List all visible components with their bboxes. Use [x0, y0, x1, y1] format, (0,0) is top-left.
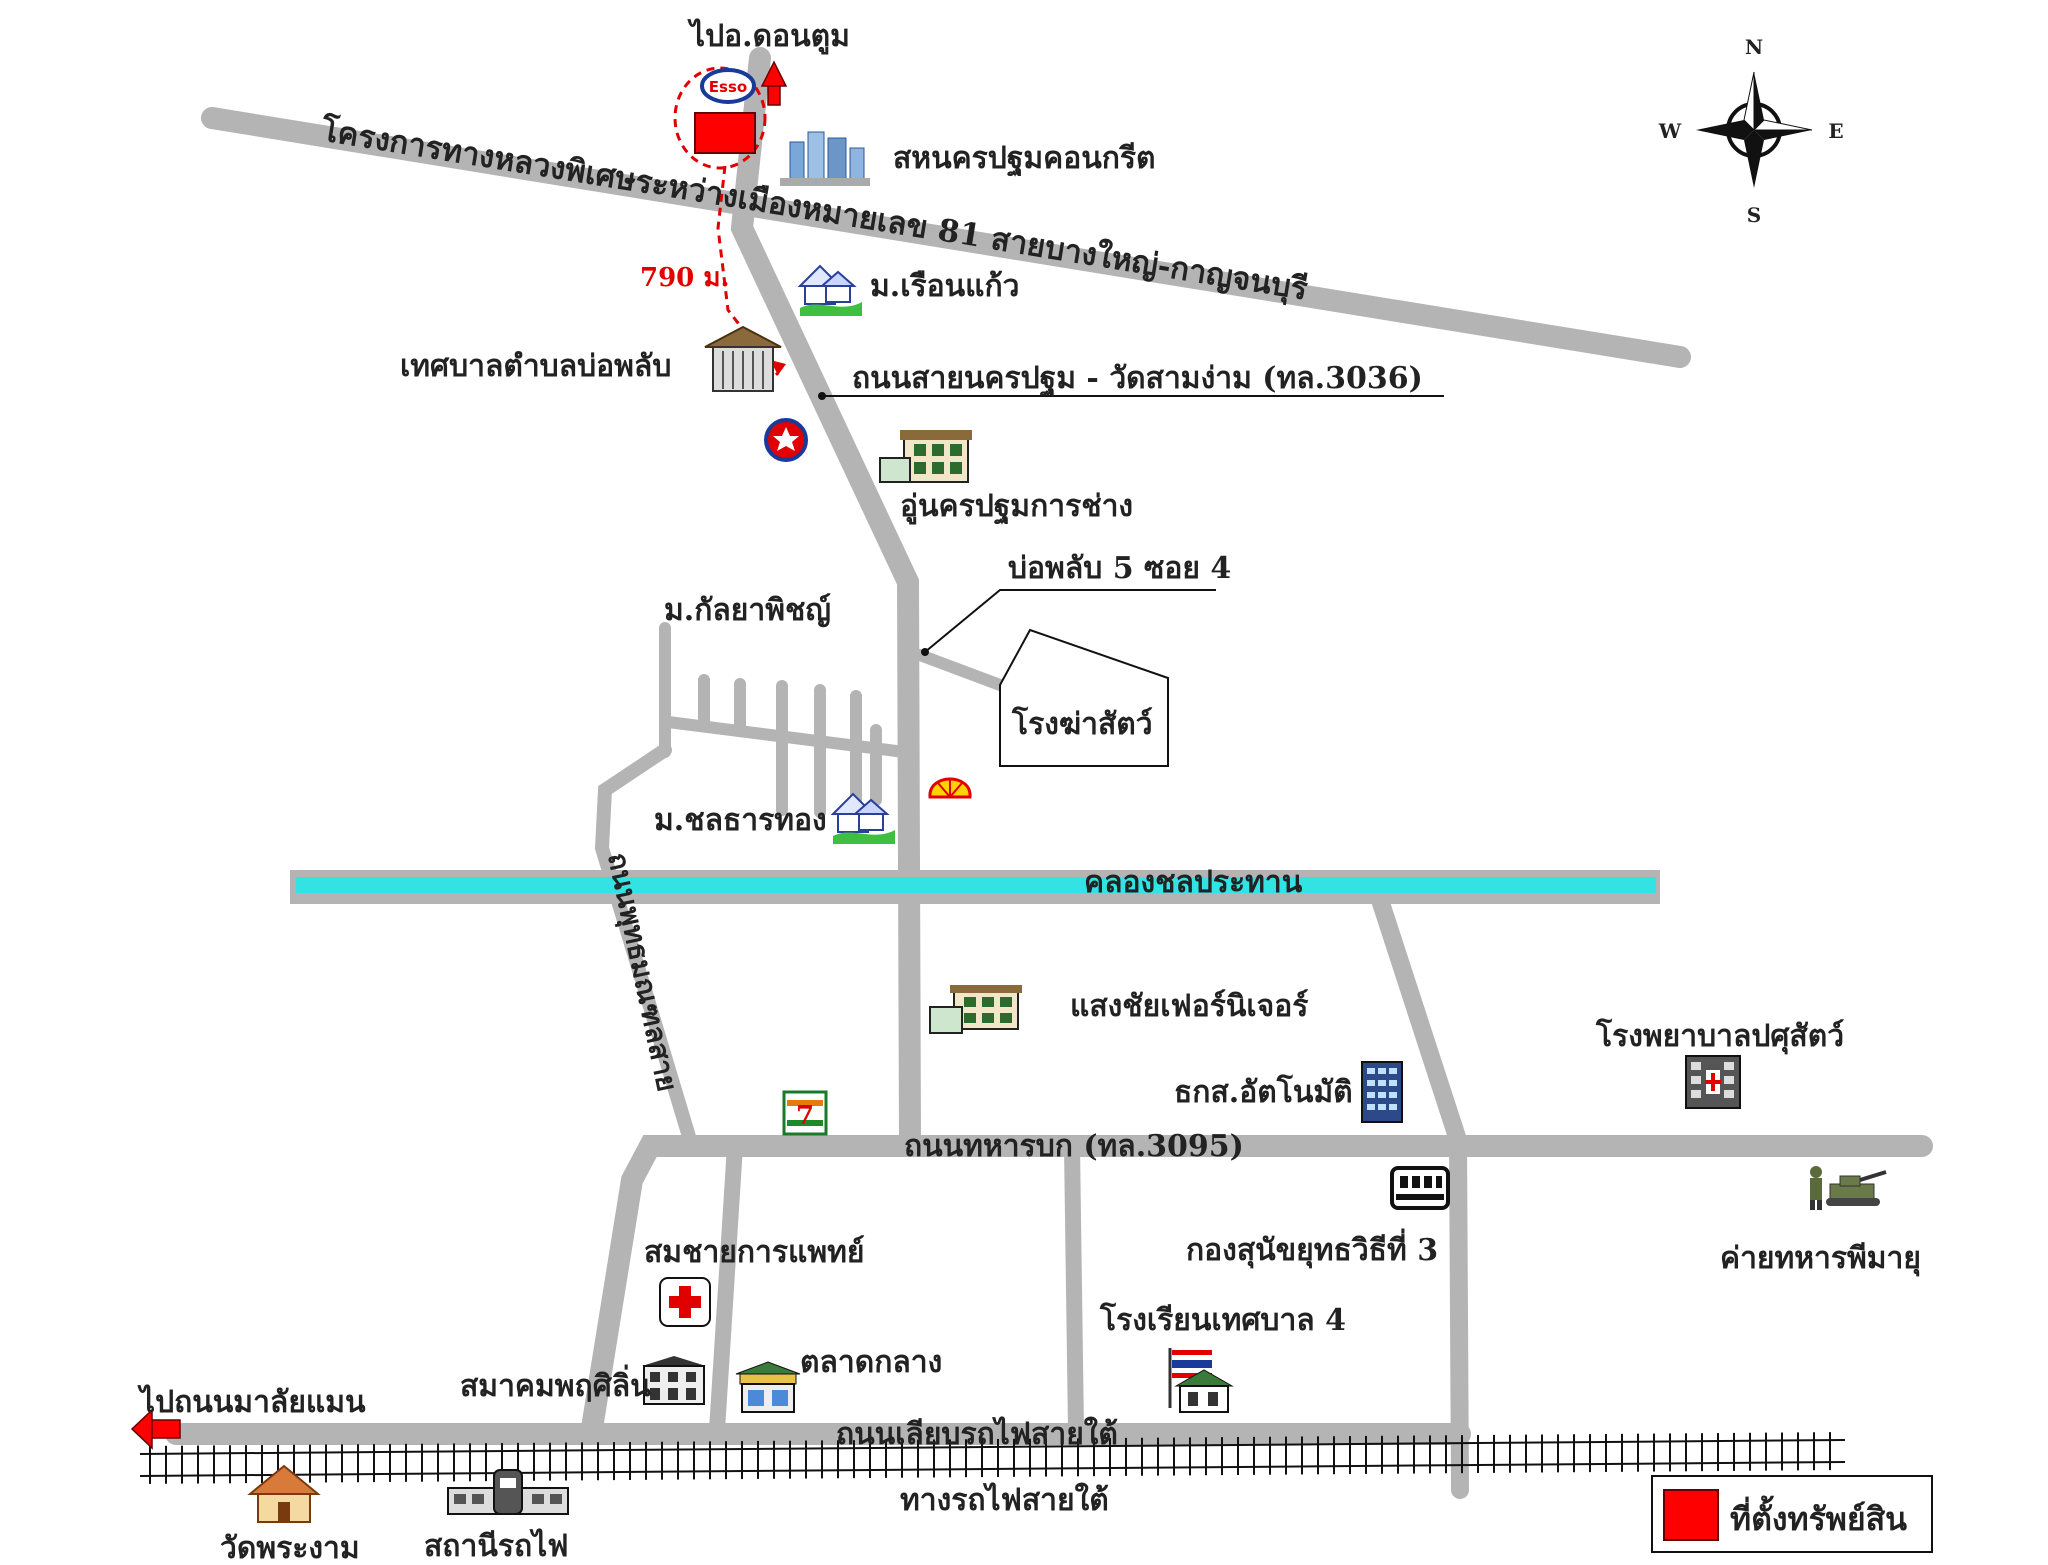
- compass-s: S: [1747, 203, 1761, 227]
- label-market: ตลาดกลาง: [800, 1345, 942, 1380]
- village-house-icon: [830, 792, 895, 844]
- road-3095-line: [581, 1135, 1933, 1439]
- label-military-camp: ค่ายทหารพีมายุ: [1720, 1241, 1921, 1277]
- legend-label: ที่ตั้งทรัพย์สิน: [1730, 1495, 1907, 1538]
- label-muean-kaeo: ม.เรือนแก้ว: [870, 269, 1019, 304]
- legend-box: ที่ตั้งทรัพย์สิน: [1651, 1475, 1933, 1553]
- temple-icon: [247, 1464, 321, 1523]
- kanlaya-village-roads: [594, 622, 910, 1147]
- label-battalion: กองสุนัขยุทธวิธีที่ 3: [1186, 1228, 1438, 1269]
- label-southern-railway: ทางรถไฟสายใต้: [900, 1482, 1109, 1518]
- label-railway-road: ถนนเลียบรถไฟสายใต้: [836, 1416, 1118, 1452]
- shop-building-icon: [929, 985, 1022, 1034]
- compass-n: N: [1745, 35, 1763, 59]
- label-road-3036: ถนนสายนครปฐม - วัดสามง่าม (ทล.3036): [852, 361, 1423, 398]
- concrete-plant-icon: [780, 131, 870, 186]
- thai-flag-school-icon: [1168, 1348, 1234, 1413]
- svg-text:7: 7: [796, 1101, 814, 1131]
- red-cross-icon: [659, 1277, 711, 1327]
- label-to-malai-man: ไปถนนมาลัยแมน: [137, 1384, 366, 1420]
- label-concrete: สหนครปฐมคอนกรีต: [893, 141, 1156, 178]
- village-house-icon: [797, 264, 862, 316]
- property-red-square: [694, 112, 756, 154]
- military-truck-icon: [1390, 1166, 1450, 1210]
- slaughterhouse-area: [999, 628, 1169, 767]
- label-soi-4: บ่อพลับ 5 ซอย 4: [1008, 551, 1231, 586]
- svg-text:Esso: Esso: [709, 78, 747, 96]
- market-building-icon: [735, 1361, 801, 1413]
- label-school: โรงเรียนเทศบาล 4: [1099, 1301, 1346, 1338]
- irrigation-canal: [290, 870, 1660, 904]
- compass-rose-icon: N S E W: [1658, 35, 1844, 227]
- seven-eleven-icon: 7: [782, 1090, 828, 1136]
- label-temple: วัดพระงาม: [220, 1531, 360, 1565]
- label-garage: อู่นครปฐมการช่าง: [900, 489, 1133, 526]
- property-marker: [673, 66, 786, 376]
- esso-logo-icon: Esso: [700, 68, 756, 104]
- soi-4-leader: [924, 589, 1216, 653]
- label-canal: คลองชลประทาน: [1084, 865, 1303, 900]
- label-station: สถานีรถไฟ: [424, 1528, 568, 1564]
- label-municipality: เทศบาลตำบลบ่อพลับ: [400, 349, 671, 384]
- municipality-building-icon: [704, 325, 782, 392]
- slaughterhouse-road: [914, 649, 1006, 691]
- label-road-3095: ถนนทหารบก (ทล.3095): [904, 1129, 1244, 1164]
- label-to-don-tum: ไปอ.ดอนตูม: [687, 18, 850, 55]
- compass-e: E: [1828, 119, 1843, 143]
- train-station-icon: [447, 1469, 569, 1515]
- apartment-tower-icon: [1361, 1061, 1403, 1123]
- caltex-star-icon: [764, 418, 808, 462]
- legend-property-swatch: [1663, 1489, 1719, 1541]
- west-red-arrow-icon: [130, 1408, 181, 1450]
- compass-w: W: [1658, 119, 1682, 143]
- label-pharmacy: สมาคมพฤศิลิ่น: [460, 1364, 651, 1404]
- label-slaughterhouse: โรงฆ่าสัตว์: [1011, 705, 1153, 742]
- railway-track: [139, 1432, 1846, 1484]
- property-circle: [673, 66, 767, 170]
- label-bank: ธกส.อัตโนมัติ: [1174, 1073, 1353, 1110]
- label-distance: 790 ม.: [640, 263, 730, 293]
- label-vet-hospital: โรงพยาบาลปศุสัตว์: [1595, 1017, 1844, 1055]
- highway-81-road: [201, 107, 1691, 368]
- label-furniture: แสงชัยเฟอร์นิเจอร์: [1070, 989, 1308, 1024]
- label-kanlaya: ม.กัลยาพิชญ์: [664, 593, 831, 628]
- label-medical: สมชายการแพทย์: [644, 1235, 864, 1270]
- road-network: [165, 47, 1933, 1499]
- north-red-arrow-icon: [760, 60, 788, 106]
- label-chonthan: ม.ชลธารทอง: [654, 803, 827, 838]
- soldier-tank-icon: [1810, 1166, 1887, 1210]
- shell-logo-icon: [928, 777, 972, 799]
- hospital-building-icon: [1685, 1055, 1741, 1109]
- shop-building-icon: [642, 1356, 706, 1405]
- garage-building-icon: [879, 430, 972, 483]
